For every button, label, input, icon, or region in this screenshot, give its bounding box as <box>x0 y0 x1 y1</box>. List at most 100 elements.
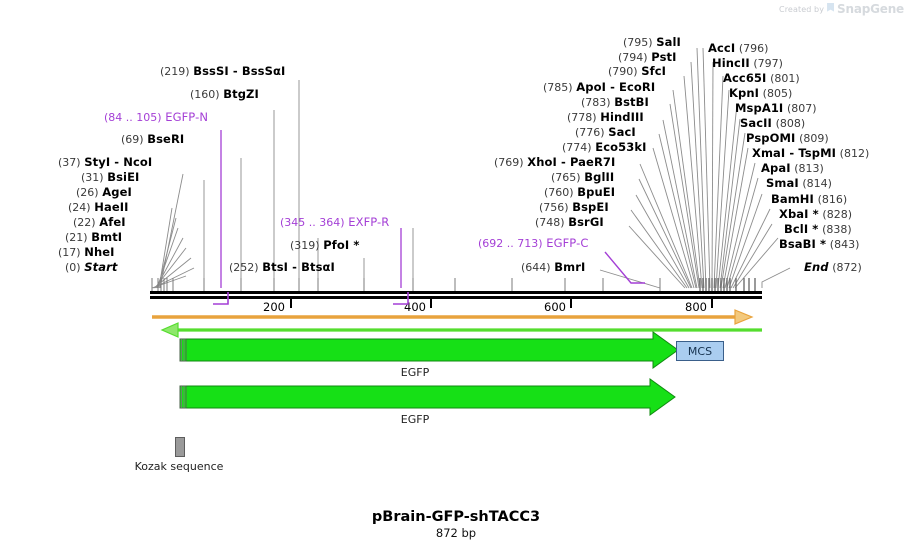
label-terminus: End <box>804 260 829 274</box>
label-feature: EXFP-R <box>348 215 390 229</box>
enzyme-label-kpni[interactable]: KpnI (805) <box>729 86 792 100</box>
label-enzyme: SacI <box>608 125 636 139</box>
label-position: (805) <box>762 87 793 100</box>
kozak-sequence-label: Kozak sequence <box>134 460 224 473</box>
enzyme-label-bspei[interactable]: (756) BspEI <box>539 200 609 214</box>
enzyme-label-mspa1i[interactable]: MspA1I (807) <box>735 101 817 115</box>
label-enzyme: BseRI <box>147 132 185 146</box>
label-enzyme: XmaI - TspMI <box>752 146 836 160</box>
enzyme-label-acc65i[interactable]: Acc65I (801) <box>723 71 800 85</box>
label-enzyme: HaeII <box>94 200 129 214</box>
enzyme-label-bstbi[interactable]: (783) BstBI <box>581 95 649 109</box>
label-enzyme: AgeI <box>102 185 132 199</box>
terminus-label-start[interactable]: (0) Start <box>65 260 117 274</box>
enzyme-label-psti[interactable]: (794) PstI <box>618 50 677 64</box>
enzyme-label-pfoi[interactable]: (319) PfoI * <box>290 238 359 252</box>
enzyme-label-bpuei[interactable]: (760) BpuEI <box>544 185 615 199</box>
enzyme-label-saci[interactable]: (776) SacI <box>575 125 636 139</box>
mcs-cut-site-ticks <box>699 278 756 291</box>
ruler-tick-mark-400 <box>430 299 432 308</box>
label-enzyme: MspA1I <box>735 101 784 115</box>
label-position: (0) <box>65 261 81 274</box>
enzyme-label-bsssi[interactable]: (219) BssSI - BssSαI <box>160 64 285 78</box>
enzyme-label-hindiii[interactable]: (778) HindIII <box>567 110 644 124</box>
label-position: (814) <box>802 177 832 190</box>
enzyme-label-apai[interactable]: ApaI (813) <box>761 161 824 175</box>
label-position: (765) <box>551 171 581 184</box>
enzyme-label-bamhi[interactable]: BamHI (816) <box>771 192 847 206</box>
watermark-created-by: Created by <box>779 4 825 14</box>
enzyme-label-bmti[interactable]: (21) BmtI <box>65 230 122 244</box>
mcs-box[interactable]: MCS <box>676 341 724 361</box>
enzyme-label-apoi-ecori[interactable]: (785) ApoI - EcoRI <box>543 80 655 94</box>
enzyme-label-afei[interactable]: (22) AfeI <box>73 215 126 229</box>
enzyme-label-xmai-tspmi[interactable]: XmaI - TspMI (812) <box>752 146 869 160</box>
label-enzyme: SacII <box>740 116 772 130</box>
label-terminus: Start <box>84 260 118 274</box>
plasmid-length: 872 bp <box>435 526 477 540</box>
label-enzyme: BstBI <box>614 95 649 109</box>
enzyme-label-bglii[interactable]: (765) BglII <box>551 170 614 184</box>
ruler-tick-mark-600 <box>570 299 572 308</box>
label-position: (756) <box>539 201 569 214</box>
enzyme-label-xhoi-paer7i[interactable]: (769) XhoI - PaeR7I <box>494 155 615 169</box>
kozak-sequence-marker[interactable] <box>175 437 185 457</box>
label-enzyme: BglII <box>584 170 615 184</box>
label-enzyme: HincII <box>712 56 750 70</box>
enzyme-label-sali[interactable]: (795) SalI <box>623 35 681 49</box>
enzyme-label-hincii[interactable]: HincII (797) <box>712 56 783 70</box>
enzyme-label-bmri[interactable]: (644) BmrI <box>521 260 585 274</box>
enzyme-label-pspomi[interactable]: PspOMI (809) <box>746 131 829 145</box>
label-enzyme: HindIII <box>600 110 644 124</box>
enzyme-label-bsrgi[interactable]: (748) BsrGI <box>535 215 604 229</box>
enzyme-label-sfci[interactable]: (790) SfcI <box>608 64 666 78</box>
enzyme-label-eco53ki[interactable]: (774) Eco53kI <box>562 140 646 154</box>
label-position: (69) <box>121 133 144 146</box>
label-enzyme: PstI <box>651 50 677 64</box>
feature-label-egfp-c[interactable]: (692 .. 713) EGFP-C <box>478 236 588 250</box>
enzyme-label-btsi-btsai[interactable]: (252) BtsI - BtsαI <box>229 260 335 274</box>
label-enzyme: BclI * <box>784 222 819 236</box>
label-enzyme: XhoI - PaeR7I <box>527 155 616 169</box>
enzyme-label-sacii[interactable]: SacII (808) <box>740 116 805 130</box>
enzyme-label-bsiei[interactable]: (31) BsiEI <box>81 170 139 184</box>
enzyme-label-smai[interactable]: SmaI (814) <box>766 176 832 190</box>
cut-site-ticks <box>151 278 661 291</box>
label-position: (319) <box>290 239 320 252</box>
label-position: (17) <box>58 246 81 259</box>
enzyme-label-bcli[interactable]: BclI * (838) <box>784 222 852 236</box>
label-enzyme: AfeI <box>99 215 126 229</box>
enzyme-label-acci[interactable]: AccI (796) <box>708 41 768 55</box>
label-position: (816) <box>817 193 848 206</box>
egfp-arrow-2-label: EGFP <box>400 413 430 426</box>
label-position: (760) <box>544 186 574 199</box>
snapgene-flag-icon <box>827 3 835 12</box>
enzyme-label-nhei[interactable]: (17) NheI <box>58 245 115 259</box>
enzyme-label-haeii[interactable]: (24) HaeII <box>68 200 129 214</box>
ruler-tick-600: 600 <box>544 300 566 314</box>
label-position: (692 .. 713) <box>478 237 543 250</box>
label-enzyme: BsaBI * <box>779 237 827 251</box>
label-position: (748) <box>535 216 565 229</box>
label-position: (769) <box>494 156 524 169</box>
label-enzyme: BsrGI <box>568 215 604 229</box>
terminus-label-end[interactable]: End (872) <box>804 260 862 274</box>
label-position: (794) <box>618 51 648 64</box>
feature-label-exfp-r[interactable]: (345 .. 364) EXFP-R <box>280 215 389 229</box>
label-position: (795) <box>623 36 653 49</box>
label-enzyme: PspOMI <box>746 131 796 145</box>
feature-label-egfp-n[interactable]: (84 .. 105) EGFP-N <box>104 110 208 124</box>
label-position: (219) <box>160 65 190 78</box>
label-position: (778) <box>567 111 597 124</box>
label-enzyme: BssSI - BssSαI <box>193 64 286 78</box>
label-position: (252) <box>229 261 259 274</box>
label-enzyme: BtsI - BtsαI <box>262 260 335 274</box>
label-enzyme: BamHI <box>771 192 814 206</box>
enzyme-label-agei[interactable]: (26) AgeI <box>76 185 132 199</box>
enzyme-label-bsabi[interactable]: BsaBI * (843) <box>779 237 859 251</box>
enzyme-label-btgzi[interactable]: (160) BtgZI <box>190 87 259 101</box>
enzyme-label-bseri[interactable]: (69) BseRI <box>121 132 184 146</box>
enzyme-label-xbai[interactable]: XbaI * (828) <box>779 207 852 221</box>
enzyme-label-styi-ncoi[interactable]: (37) StyI - NcoI <box>58 155 152 169</box>
